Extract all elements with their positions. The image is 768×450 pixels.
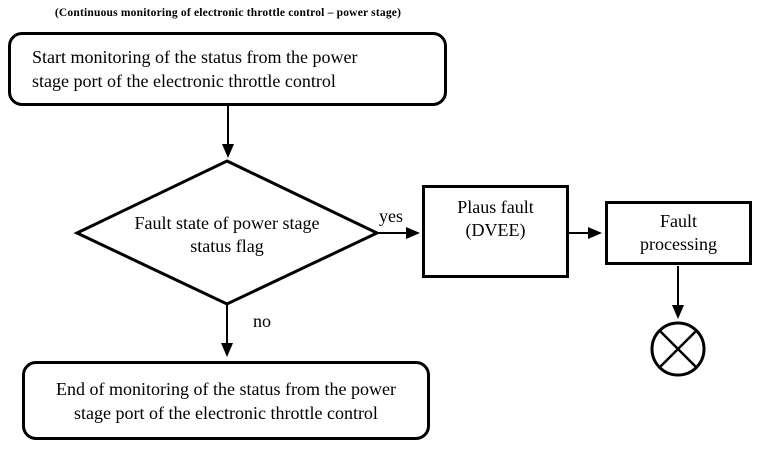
edge-label-yes: yes bbox=[379, 206, 403, 226]
start-node-line2: stage port of the electronic throttle co… bbox=[32, 71, 336, 91]
end-node-line2: stage port of the electronic throttle co… bbox=[74, 402, 378, 423]
decision-line1: Fault state of power stage bbox=[134, 213, 320, 233]
diagram-title: (Continuous monitoring of electronic thr… bbox=[54, 7, 402, 19]
fault-processing-line1: Fault bbox=[659, 211, 697, 231]
fault-processing-node: Fault processing bbox=[605, 201, 752, 265]
decision-line2: status flag bbox=[190, 236, 264, 256]
start-node-line1: Start monitoring of the status from the … bbox=[32, 47, 358, 67]
decision-diamond bbox=[73, 159, 381, 306]
fault-processing-line2: processing bbox=[640, 234, 717, 254]
plaus-fault-node: Plaus fault (DVEE) bbox=[422, 185, 569, 278]
end-node: End of monitoring of the status from the… bbox=[22, 361, 430, 440]
start-node: Start monitoring of the status from the … bbox=[8, 32, 447, 106]
plaus-fault-line1: Plaus fault bbox=[457, 197, 534, 217]
plaus-fault-line2: (DVEE) bbox=[465, 220, 526, 240]
terminator-circle-icon bbox=[650, 321, 706, 377]
end-node-line1: End of monitoring of the status from the… bbox=[56, 378, 396, 399]
edge-label-no: no bbox=[253, 311, 271, 331]
decision-node-label: Fault state of power stage status flag bbox=[77, 212, 377, 258]
